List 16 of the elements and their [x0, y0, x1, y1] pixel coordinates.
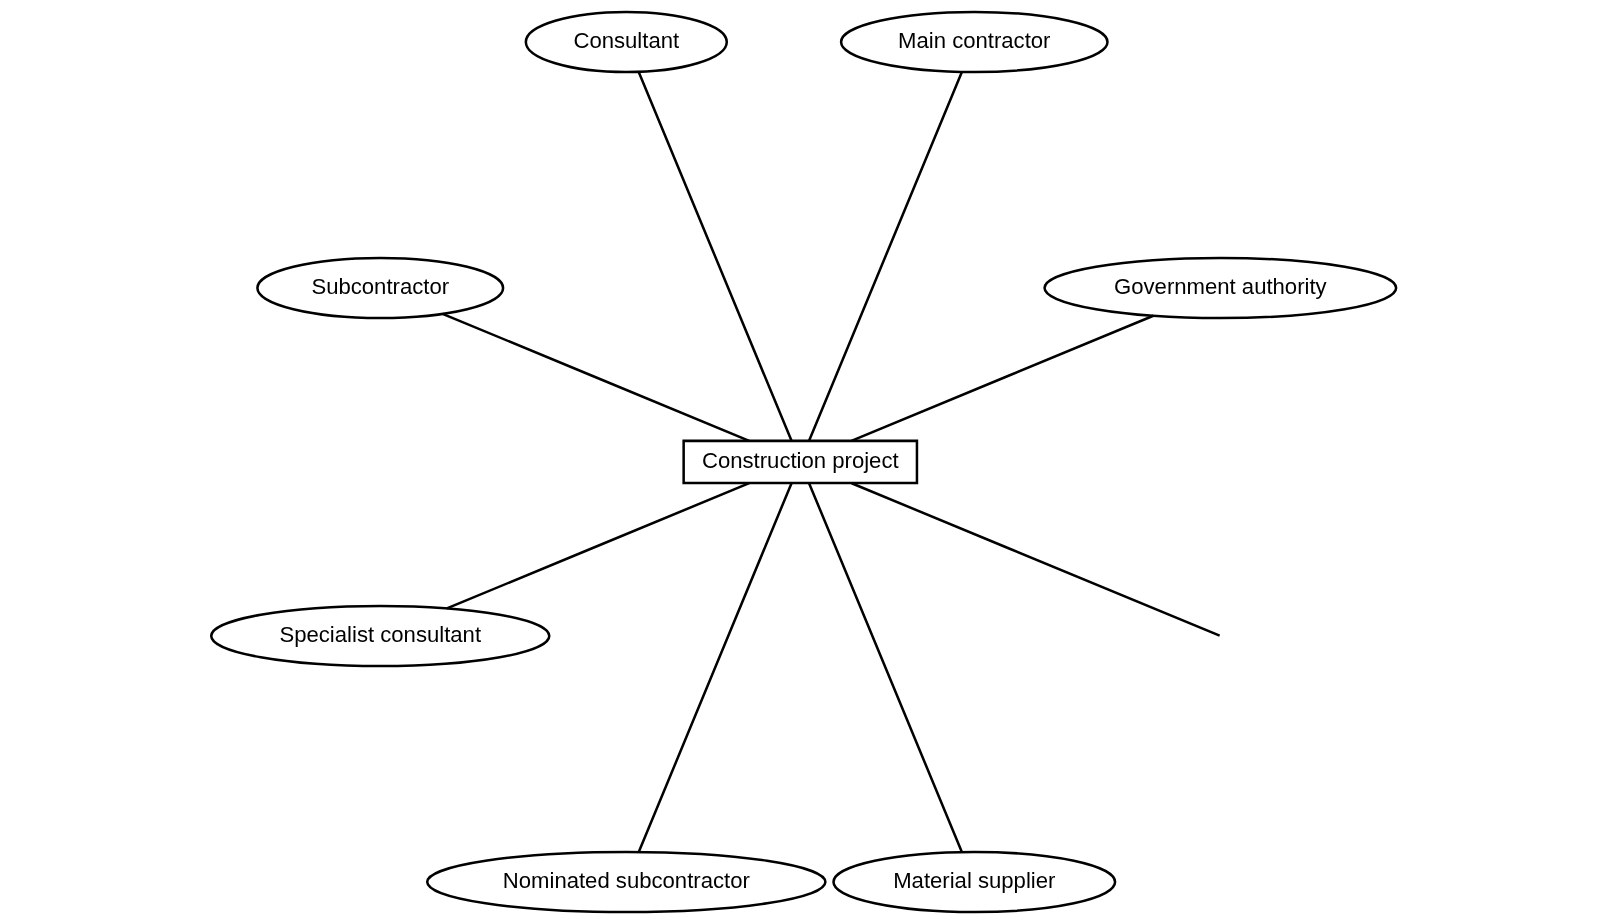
connector: [637, 482, 793, 853]
connector: [445, 482, 750, 610]
connector: [850, 482, 1220, 637]
node-ellipse: Material supplier: [831, 850, 1116, 914]
node-ellipse: Nominated subcontractor: [425, 850, 827, 914]
connector: [850, 314, 1154, 442]
node-ellipse: Consultant: [524, 10, 728, 74]
node-ellipse: Specialist consultant: [209, 604, 551, 668]
connector: [807, 71, 963, 442]
node-ellipse: Government authority: [1042, 256, 1397, 320]
node-box: Construction project: [681, 439, 918, 485]
connector: [807, 482, 963, 853]
node-ellipse: Subcontractor: [255, 256, 504, 320]
connector: [636, 71, 793, 442]
connector: [441, 312, 750, 442]
node-ellipse: Main contractor: [839, 10, 1109, 74]
